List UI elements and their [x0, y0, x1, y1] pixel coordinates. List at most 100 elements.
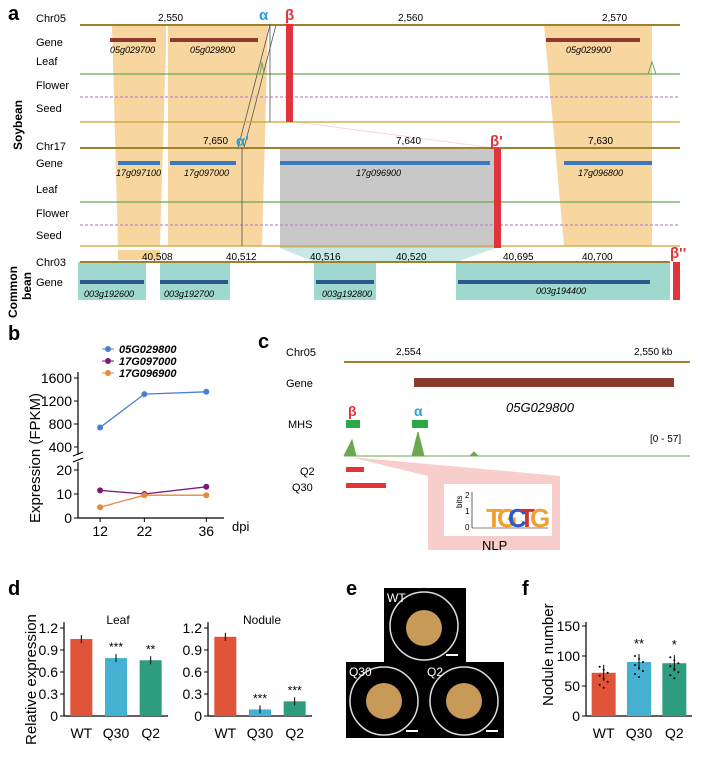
b-x-tick-label: 12	[92, 523, 108, 539]
d-tick-label: 0.6	[183, 664, 203, 680]
c-motif-axis: bits	[455, 496, 464, 508]
d-significance-1-2: ***	[288, 683, 302, 697]
c-chr-label: Chr05	[286, 347, 316, 359]
b-upper-tick-label: 1600	[41, 370, 72, 386]
f-dot-0-2	[606, 671, 609, 674]
f-dot-0-4	[602, 677, 605, 680]
b-legend-label-0: 05G029800	[119, 344, 177, 356]
f-dot-2-7	[673, 677, 676, 680]
chr17-tick-1: 7,650	[203, 136, 228, 147]
chr03-gene-label: Gene	[36, 277, 63, 289]
beta-bar-chr17	[494, 148, 501, 248]
f-y-axis-label: Nodule number	[540, 603, 557, 706]
gene-label-17g097000: 17g097000	[184, 168, 229, 178]
d-category-label: Q30	[247, 725, 274, 741]
gene-17g096900	[280, 161, 490, 165]
c-motif-letter-g: G	[497, 503, 517, 533]
b-series-point-1-0	[97, 487, 104, 494]
f-category-label: WT	[593, 725, 615, 741]
chr17-label: Chr17	[36, 141, 66, 153]
f-dot-0-5	[606, 680, 609, 683]
c-motif-tick-1: 1	[465, 507, 470, 516]
f-dot-1-6	[634, 673, 636, 675]
synteny-gray-block	[280, 148, 496, 248]
d-bar-1-2	[283, 701, 306, 716]
f-dot-1-7	[638, 676, 640, 678]
c-marker-beta: β	[348, 403, 357, 419]
b-legend-label-1: 17G097000	[119, 356, 177, 368]
b-series-point-1-2	[203, 483, 210, 490]
b-upper-tick-label: 800	[49, 416, 73, 432]
f-category-label: Q2	[665, 725, 684, 741]
c-signal-peaks	[343, 431, 479, 457]
e-label-q2: Q2	[427, 665, 443, 679]
d-significance-0-2: **	[146, 642, 156, 656]
f-dot-2-4	[673, 668, 676, 671]
c-motif-name: NLP	[482, 538, 507, 553]
c-motif-box	[444, 484, 552, 536]
synteny-block-1	[112, 25, 166, 246]
chr05-tick-3: 2,570	[602, 13, 627, 24]
d-bar-0-0	[70, 639, 93, 716]
d-subplot-title-0: Leaf	[106, 613, 130, 627]
d-tick-label: 0	[50, 708, 58, 724]
f-dot-1-1	[638, 658, 640, 660]
b-axis-break-2	[72, 457, 84, 463]
f-dot-0-7	[602, 686, 605, 689]
species-bean: bean	[20, 272, 34, 300]
f-dot-2-6	[669, 674, 672, 677]
chr03-tick-6: 40,700	[582, 252, 613, 263]
marker-alpha-prime: α'	[236, 133, 249, 150]
chr17-seed-label: Seed	[36, 230, 62, 242]
marker-beta-prime: β'	[490, 133, 503, 150]
f-tick-label: 50	[564, 678, 580, 694]
b-series-point-2-1	[141, 492, 148, 499]
chr05-flower-label: Flower	[36, 80, 69, 92]
c-motif-letter-t: T	[486, 503, 502, 533]
c-marker-alpha: α	[414, 403, 423, 419]
c-motif-letter-g2: G	[530, 503, 550, 533]
e-scale-bar-q30	[406, 730, 418, 732]
b-series-line-2	[99, 494, 207, 508]
d-tick-label: 0.9	[39, 642, 59, 658]
d-tick-label: 1.2	[39, 620, 59, 636]
d-tick-label: 1.2	[183, 620, 203, 636]
c-motif-tick-0: 0	[465, 523, 470, 532]
chr17-tick-2: 7,640	[396, 136, 421, 147]
f-bar-1	[627, 662, 651, 716]
chr05-leaf-label: Leaf	[36, 56, 58, 68]
chr03-tick-4: 40,520	[396, 252, 427, 263]
f-dot-0-6	[598, 683, 601, 686]
c-mhs-beta-box	[346, 420, 360, 428]
b-y-axis-label: Expression (FPKM)	[27, 393, 44, 523]
synteny-block-2	[168, 25, 268, 246]
c-gene-label: Gene	[286, 378, 313, 390]
b-lower-tick-label: 20	[56, 462, 72, 478]
species-soybean: Soybean	[11, 100, 25, 150]
b-series-point-2-0	[97, 504, 104, 511]
panel-a: a Soybean Common bean Chr05 2,550 2,560 …	[6, 3, 686, 318]
gene-label-17g096800: 17g096800	[578, 168, 623, 178]
beta-link	[292, 122, 498, 148]
e-seeds-wt	[406, 610, 442, 646]
gene-label-17g096900: 17g096900	[356, 168, 401, 178]
chr05-gene-label: Gene	[36, 37, 63, 49]
b-legend-label-2: 17G096900	[119, 368, 177, 380]
b-series-point-0-2	[203, 388, 210, 395]
c-motif-letter-t2: T	[519, 503, 535, 533]
panel-label-c: c	[258, 331, 269, 353]
f-dot-2-3	[669, 665, 672, 668]
chr03-tick-3: 40,516	[310, 252, 341, 263]
gene-05g029800	[170, 38, 258, 42]
b-x-tick-label: 36	[199, 523, 215, 539]
panel-label-e: e	[346, 578, 357, 600]
c-motif-letter-c: C	[508, 503, 527, 533]
b-series-point-0-0	[97, 424, 104, 431]
e-scale-bar-wt	[446, 654, 458, 656]
f-significance-2: *	[672, 637, 677, 652]
chr17-tick-3: 7,630	[588, 136, 613, 147]
panel-label-b: b	[8, 323, 20, 345]
synteny-block-3	[544, 25, 652, 246]
